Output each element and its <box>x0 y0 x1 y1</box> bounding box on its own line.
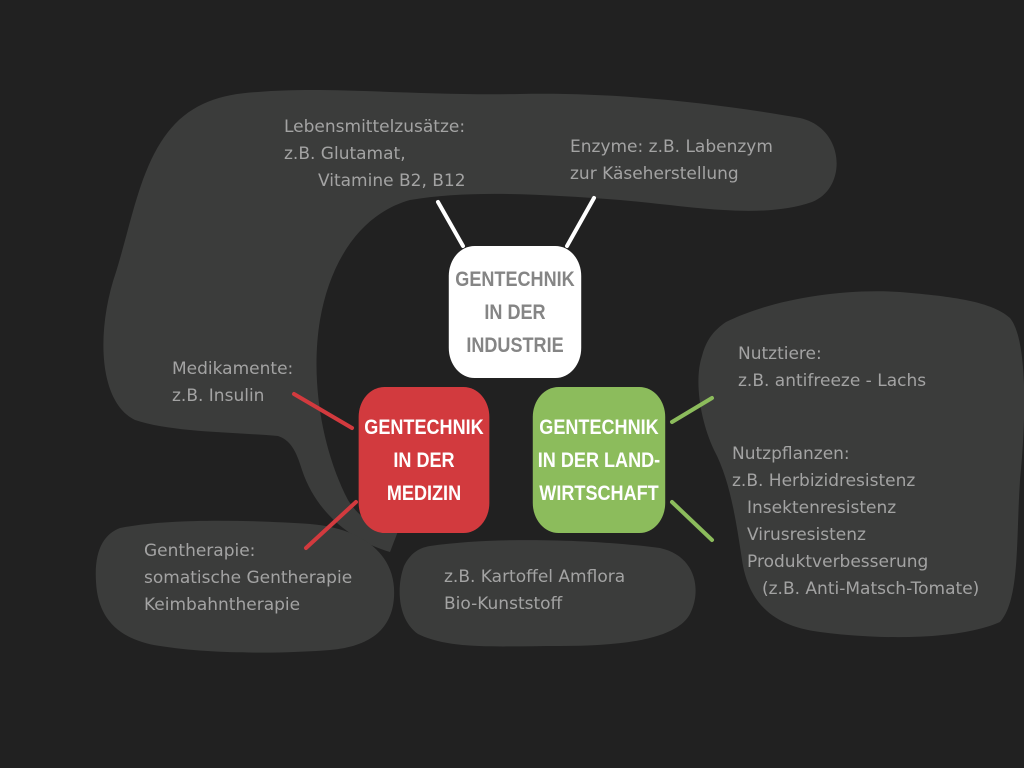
gentherapy-region-blob <box>95 520 395 653</box>
node-label-line: INDUSTRIE <box>466 333 564 357</box>
node-label-line: GENTECHNIK <box>455 267 575 291</box>
note-enzyme: Enzyme: z.B. Labenzym zur Käseherstellun… <box>570 134 773 188</box>
agriculture-region-blob <box>698 291 1024 638</box>
connector-medikamente <box>292 392 354 430</box>
connector-gentherapie <box>304 500 358 550</box>
note-line: Enzyme: z.B. Labenzym <box>570 137 773 157</box>
node-landwirtschaft: GENTECHNIK IN DER LAND- WIRTSCHAFT <box>532 387 666 533</box>
note-line: z.B. Glutamat, <box>284 144 406 164</box>
node-label-line: IN DER <box>393 448 455 472</box>
node-industrie: GENTECHNIK IN DER INDUSTRIE <box>448 246 582 378</box>
note-line: Vitamine B2, B12 <box>318 171 466 191</box>
node-medizin: GENTECHNIK IN DER MEDIZIN <box>358 387 490 533</box>
note-medikamente: Medikamente: z.B. Insulin <box>172 356 293 410</box>
connector-enzyme <box>565 196 596 248</box>
note-line: z.B. Herbizidresistenz <box>732 471 916 491</box>
note-line: Lebensmittelzusätze: <box>284 117 466 137</box>
note-line: Medikamente: <box>172 359 294 379</box>
note-line: Nutzpflanzen: <box>732 444 850 464</box>
note-line: Nutztiere: <box>738 344 822 364</box>
note-line: Keimbahntherapie <box>144 595 301 615</box>
note-line: Insektenresistenz <box>747 498 897 518</box>
node-label-line: MEDIZIN <box>386 481 462 505</box>
node-label-line: IN DER <box>484 300 546 324</box>
industry-region-blob <box>103 90 837 552</box>
note-line: Bio-Kunststoff <box>444 594 563 614</box>
node-label-line: GENTECHNIK <box>539 415 659 439</box>
note-gentherapie: Gentherapie: somatische Gentherapie Keim… <box>144 538 352 619</box>
connector-nutzpflanzen <box>670 500 714 542</box>
note-kartoffel: z.B. Kartoffel Amflora Bio-Kunststoff <box>444 564 625 618</box>
note-line: Gentherapie: <box>144 541 256 561</box>
note-line: zur Käseherstellung <box>570 164 739 184</box>
note-nutztiere: Nutztiere: z.B. antifreeze - Lachs <box>738 341 926 395</box>
note-lebensmittelzusaetze: Lebensmittelzusätze: z.B. Glutamat, Vita… <box>284 114 466 195</box>
note-line: (z.B. Anti-Matsch-Tomate) <box>762 579 980 599</box>
connector-lebensmittel <box>436 200 465 248</box>
note-line: Produktverbesserung <box>747 552 929 572</box>
note-line: z.B. antifreeze - Lachs <box>738 371 927 391</box>
connector-nutztiere <box>670 396 714 424</box>
note-line: somatische Gentherapie <box>144 568 353 588</box>
node-label-line: WIRTSCHAFT <box>539 481 659 505</box>
node-label-line: GENTECHNIK <box>364 415 484 439</box>
note-line: Virusresistenz <box>747 525 866 545</box>
potato-region-blob <box>399 540 696 647</box>
note-line: z.B. Insulin <box>172 386 265 406</box>
node-label-line: IN DER LAND- <box>537 448 661 472</box>
note-nutzpflanzen: Nutzpflanzen: z.B. Herbizidresistenz Ins… <box>732 441 979 603</box>
note-line: z.B. Kartoffel Amflora <box>444 567 626 587</box>
